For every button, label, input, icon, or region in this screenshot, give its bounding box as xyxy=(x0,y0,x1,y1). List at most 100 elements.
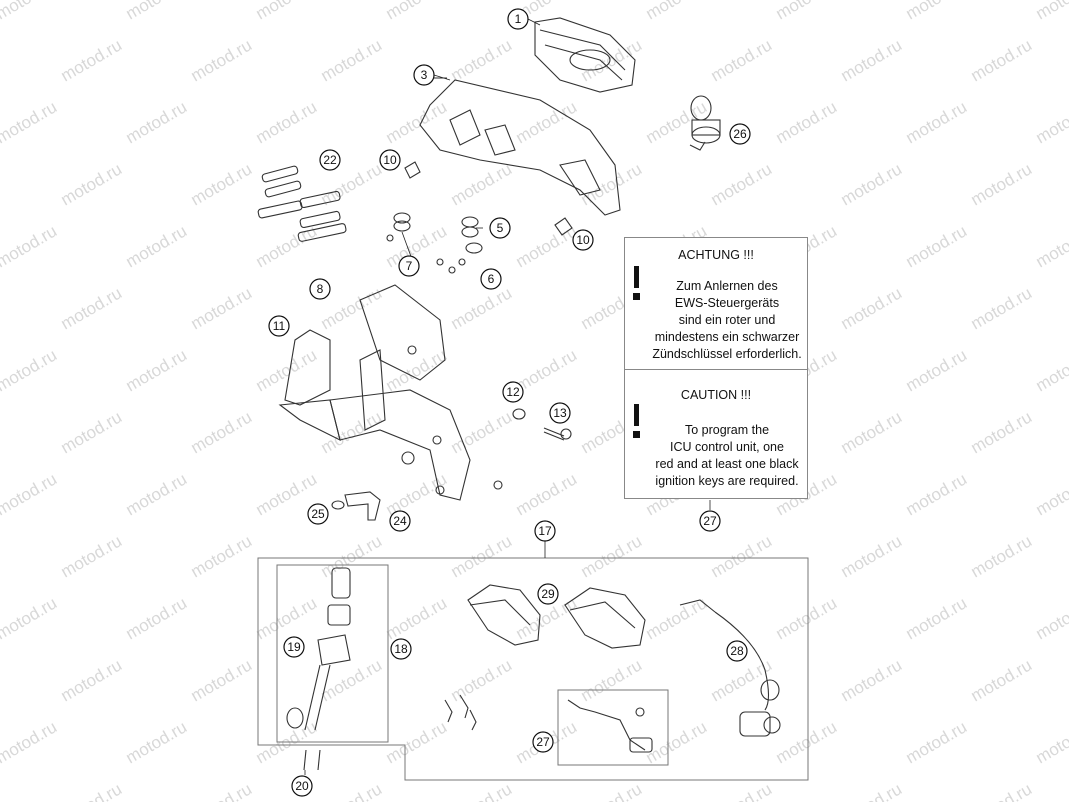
note-line: sind ein roter und xyxy=(649,312,805,329)
watermark-text: motod.ru xyxy=(188,531,256,581)
callout-18: 18 xyxy=(391,639,411,659)
watermark-text: motod.ru xyxy=(123,593,191,643)
watermark-text: motod.ru xyxy=(58,407,126,457)
small-bracket-drawing xyxy=(332,492,380,520)
note-text-en: To program the ICU control unit, one red… xyxy=(649,422,805,490)
watermark-text: motod.ru xyxy=(708,159,776,209)
callout-label: 22 xyxy=(323,153,337,167)
callout-label: 28 xyxy=(730,644,744,658)
callout-12: 12 xyxy=(503,382,523,402)
watermark-text: motod.ru xyxy=(448,655,516,705)
callout-label: 27 xyxy=(703,514,717,528)
exclamation-icon xyxy=(633,266,641,300)
watermark-text: motod.ru xyxy=(448,35,516,85)
callout-label: 29 xyxy=(541,587,555,601)
callout-label: 27 xyxy=(536,735,550,749)
callout-1: 1 xyxy=(508,9,528,29)
callout-3: 3 xyxy=(414,65,434,85)
watermark-text: motod.ru xyxy=(968,531,1036,581)
callout-11: 11 xyxy=(269,316,289,336)
watermark-text: motod.ru xyxy=(643,593,711,643)
watermark-text: motod.ru xyxy=(448,159,516,209)
watermark-text: motod.ru xyxy=(123,97,191,147)
callout-6: 6 xyxy=(481,269,501,289)
watermark-text: motod.ru xyxy=(1033,221,1069,271)
watermark-text: motod.ru xyxy=(58,283,126,333)
callout-5: 5 xyxy=(490,218,510,238)
callout-label: 1 xyxy=(515,12,522,26)
watermark-text: motod.ru xyxy=(58,779,126,802)
watermark-text: motod.ru xyxy=(253,97,321,147)
watermark-text: motod.ru xyxy=(318,779,386,802)
watermark-text: motod.ru xyxy=(838,283,906,333)
note-line: Zündschlüssel erforderlich. xyxy=(649,346,805,363)
callout-label: 3 xyxy=(421,68,428,82)
watermark-text: motod.ru xyxy=(0,0,60,23)
callout-label: 20 xyxy=(295,779,309,793)
watermark-text: motod.ru xyxy=(643,717,711,767)
callout-label: 25 xyxy=(311,507,325,521)
watermark-text: motod.ru xyxy=(123,717,191,767)
watermark-text: motod.ru xyxy=(838,35,906,85)
watermark-text: motod.ru xyxy=(903,345,971,395)
watermark-text: motod.ru xyxy=(513,469,581,519)
watermark-text: motod.ru xyxy=(0,469,60,519)
note-line: To program the xyxy=(649,422,805,439)
clip-upper-drawing xyxy=(405,162,420,178)
watermark-text: motod.ru xyxy=(968,655,1036,705)
callout-10-upper: 10 xyxy=(380,150,400,170)
watermark-text: motod.ru xyxy=(1033,345,1069,395)
callout-label: 13 xyxy=(553,406,567,420)
watermark-text: motod.ru xyxy=(58,159,126,209)
watermark-text: motod.ru xyxy=(383,97,451,147)
watermark-text: motod.ru xyxy=(0,593,60,643)
watermark-text: motod.ru xyxy=(58,531,126,581)
callout-label: 10 xyxy=(576,233,590,247)
watermark-text: motod.ru xyxy=(1033,0,1069,23)
watermark-text: motod.ru xyxy=(968,779,1036,802)
watermark-text: motod.ru xyxy=(123,221,191,271)
callout-label: 6 xyxy=(488,272,495,286)
warning-note-box: ACHTUNG !!! Zum Anlernen des EWS-Steuerg… xyxy=(624,237,808,499)
callout-26: 26 xyxy=(730,124,750,144)
watermark-text: motod.ru xyxy=(708,779,776,802)
watermark-text: motod.ru xyxy=(968,407,1036,457)
note-text-de: Zum Anlernen des EWS-Steuergeräts sind e… xyxy=(649,278,805,363)
watermark-text: motod.ru xyxy=(448,779,516,802)
watermark-text: motod.ru xyxy=(903,221,971,271)
callout-label: 10 xyxy=(383,153,397,167)
note-line: Zum Anlernen des xyxy=(649,278,805,295)
watermark-text: motod.ru xyxy=(123,469,191,519)
watermark-text: motod.ru xyxy=(0,345,60,395)
watermark-text: motod.ru xyxy=(708,35,776,85)
note-title-de: ACHTUNG !!! xyxy=(625,248,807,262)
watermark-text: motod.ru xyxy=(253,0,321,23)
watermark-text: motod.ru xyxy=(903,97,971,147)
watermark-text: motod.ru xyxy=(383,593,451,643)
watermark-text: motod.ru xyxy=(578,531,646,581)
watermark-text: motod.ru xyxy=(773,717,841,767)
watermark-text: motod.ru xyxy=(903,469,971,519)
callout-label: 8 xyxy=(317,282,324,296)
callout-label: 19 xyxy=(287,640,301,654)
note-line: ignition keys are required. xyxy=(649,473,805,490)
watermark-text: motod.ru xyxy=(383,717,451,767)
watermark-text: motod.ru xyxy=(773,593,841,643)
watermark-text: motod.ru xyxy=(448,407,516,457)
callout-label: 24 xyxy=(393,514,407,528)
callout-label: 17 xyxy=(538,524,552,538)
callout-25: 25 xyxy=(308,504,328,524)
callout-28: 28 xyxy=(727,641,747,661)
watermark-text: motod.ru xyxy=(838,779,906,802)
callout-19: 19 xyxy=(284,637,304,657)
sensor-harness-drawing xyxy=(568,700,652,752)
note-line: EWS-Steuergeräts xyxy=(649,295,805,312)
watermark-text: motod.ru xyxy=(513,97,581,147)
watermark-text: motod.ru xyxy=(838,655,906,705)
watermark-text: motod.ru xyxy=(188,35,256,85)
note-line: mindestens ein schwarzer xyxy=(649,329,805,346)
watermark-text: motod.ru xyxy=(903,0,971,23)
watermark-text: motod.ru xyxy=(1033,717,1069,767)
